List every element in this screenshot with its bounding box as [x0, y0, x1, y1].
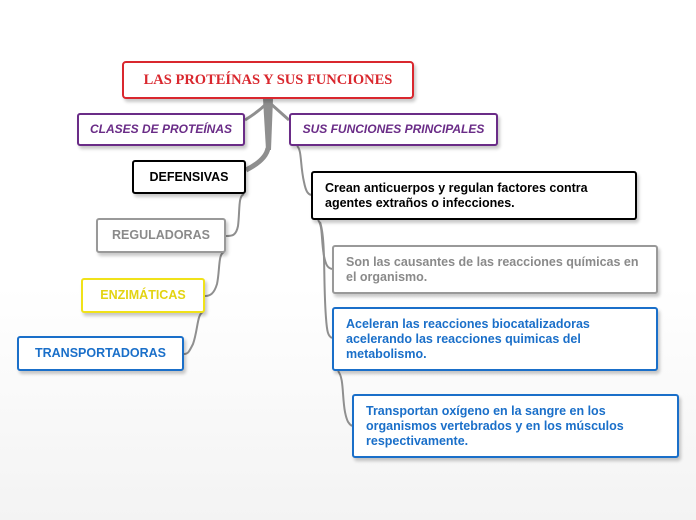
node-label-enzimaticas: ENZIMÁTICAS [100, 288, 186, 302]
connector-enzimaticas [204, 251, 225, 297]
function-text-anticuerpos: Crean anticuerpos y regulan factores con… [325, 180, 588, 210]
branch-label-clases: CLASES DE PROTEÍNAS [89, 122, 233, 136]
node-label-transportadoras: TRANSPORTADORAS [34, 346, 167, 360]
connector-f4 [337, 370, 353, 427]
function-text-reacciones: Son las causantes de las reacciones quím… [346, 254, 639, 284]
function-node-anticuerpos[interactable]: Crean anticuerpos y regulan factores con… [311, 171, 637, 220]
connector-reguladoras [225, 193, 245, 237]
node-label-reguladoras: REGULADORAS [112, 228, 210, 242]
function-text-biocatalizadoras: Aceleran las reacciones biocatalizadoras… [346, 316, 590, 361]
branch-connector-funciones [270, 102, 290, 122]
function-node-transporte[interactable]: Transportan oxígeno en la sangre en los … [352, 394, 679, 458]
node-label-defensivas: DEFENSIVAS [149, 169, 229, 184]
connector-transportadoras [183, 311, 204, 355]
branch-node-funciones[interactable]: SUS FUNCIONES PRINCIPALES [289, 113, 498, 146]
function-node-biocatalizadoras[interactable]: Aceleran las reacciones biocatalizadoras… [332, 307, 658, 371]
branch-node-clases[interactable]: CLASES DE PROTEÍNAS [77, 113, 245, 146]
function-text-transporte: Transportan oxígeno en la sangre en los … [366, 403, 624, 448]
function-node-reacciones[interactable]: Son las causantes de las reacciones quím… [332, 245, 658, 294]
node-reguladoras[interactable]: REGULADORAS [96, 218, 226, 253]
trunk-connector [263, 99, 273, 150]
connector-defensivas [244, 147, 271, 173]
node-enzimaticas[interactable]: ENZIMÁTICAS [81, 278, 205, 313]
node-transportadoras[interactable]: TRANSPORTADORAS [17, 336, 184, 371]
connector-f1 [296, 145, 312, 196]
node-defensivas[interactable]: DEFENSIVAS [132, 160, 246, 194]
root-node[interactable]: LAS PROTEÍNAS Y SUS FUNCIONES [122, 61, 414, 99]
connector-f3 [319, 221, 333, 339]
branch-label-funciones: SUS FUNCIONES PRINCIPALES [302, 122, 485, 136]
branch-connector-clases [244, 102, 268, 122]
root-label: LAS PROTEÍNAS Y SUS FUNCIONES [143, 71, 393, 88]
